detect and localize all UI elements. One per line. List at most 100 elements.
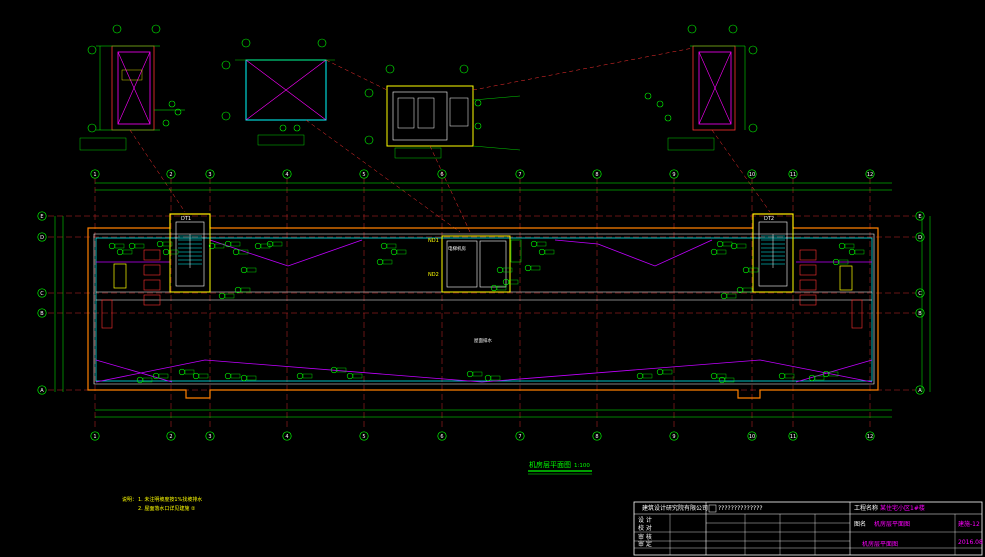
callout-tag bbox=[168, 249, 179, 255]
grid-axis-bubble bbox=[37, 211, 47, 221]
callout-tag bbox=[716, 249, 727, 255]
callout-bubble bbox=[530, 240, 538, 248]
grid-axis-bubble bbox=[359, 431, 369, 441]
tb-project-label: 工程名称 bbox=[854, 504, 878, 512]
grid-axis-bubble bbox=[437, 431, 447, 441]
grid-axis-bubble bbox=[37, 232, 47, 242]
grid-axis-bubble bbox=[788, 169, 798, 179]
drawing-scale: 1:100 bbox=[574, 463, 590, 469]
callout-tag bbox=[142, 377, 153, 383]
callout-tag bbox=[502, 267, 513, 273]
grid-axis-label: A bbox=[918, 388, 922, 394]
tb-drawing-name-top: 机房层平面图 bbox=[874, 520, 910, 528]
callout-tag bbox=[134, 243, 145, 249]
callout-tag bbox=[716, 373, 727, 379]
callout-tag bbox=[302, 373, 313, 379]
callout-tag bbox=[642, 373, 653, 379]
callout-tag bbox=[828, 371, 839, 377]
callout-tag bbox=[184, 369, 195, 375]
callout-bubble bbox=[656, 368, 664, 376]
callout-tag bbox=[736, 243, 747, 249]
grid-axis-label: 5 bbox=[362, 434, 365, 440]
tb-project-name: 某住宅小区1#楼 bbox=[880, 504, 925, 512]
callout-bubble bbox=[848, 248, 856, 256]
dimension-lines bbox=[54, 182, 931, 418]
callout-tag bbox=[724, 377, 735, 383]
callout-tag bbox=[662, 369, 673, 375]
grid-axis-bubble bbox=[37, 288, 47, 298]
callout-tag bbox=[530, 265, 541, 271]
callout-bubble bbox=[778, 372, 786, 380]
grid-axis-label: 3 bbox=[208, 172, 211, 178]
nd-left-label: ND1 bbox=[428, 238, 439, 244]
grid-axis-label: 11 bbox=[790, 434, 796, 440]
callout-tag bbox=[246, 267, 257, 273]
grid-axis-bubble bbox=[37, 308, 47, 318]
grid-axis-label: 11 bbox=[790, 172, 796, 178]
callout-tag bbox=[260, 243, 271, 249]
tb-company: 建筑设计研究院有限公司 bbox=[642, 504, 708, 512]
callout-tag bbox=[214, 243, 225, 249]
grid-axis-bubble bbox=[437, 169, 447, 179]
callout-tag bbox=[122, 249, 133, 255]
grid-axis-bubble bbox=[669, 431, 679, 441]
grid-axis-label: 2 bbox=[169, 434, 172, 440]
grid-axis-label: 8 bbox=[595, 172, 598, 178]
grid-axis-bubble bbox=[747, 431, 757, 441]
callout-tag bbox=[396, 249, 407, 255]
grid-axis-label: 12 bbox=[867, 172, 873, 178]
tb-drawing-name: 机房层平面图 bbox=[862, 540, 898, 548]
callout-tag bbox=[386, 243, 397, 249]
vent-blocks bbox=[101, 249, 863, 329]
grid-axis-bubble bbox=[166, 431, 176, 441]
grid-axis-bubble bbox=[205, 431, 215, 441]
callout-tag bbox=[230, 241, 241, 247]
tb-row-2: 校 对 bbox=[638, 524, 652, 532]
callout-tag bbox=[784, 373, 795, 379]
grid-axis-label: 1 bbox=[93, 434, 96, 440]
callout-tag bbox=[496, 285, 507, 291]
grid-axis-label: 9 bbox=[672, 434, 675, 440]
title-block: 建筑设计研究院有限公司 ?????????????? 工程名称 某住宅小区1#楼… bbox=[633, 501, 983, 556]
grid-axis-bubble bbox=[747, 169, 757, 179]
callout-tag bbox=[742, 287, 753, 293]
grid-axis-bubble bbox=[359, 169, 369, 179]
grid-axis-label: C bbox=[40, 291, 44, 297]
grid-axis-label: 6 bbox=[440, 434, 443, 440]
grid-axis-bubble bbox=[205, 169, 215, 179]
callout-tag bbox=[382, 259, 393, 265]
nd-right-label: ND2 bbox=[428, 272, 439, 278]
callout-bubble bbox=[838, 242, 846, 250]
tb-project-code: ?????????????? bbox=[718, 505, 763, 512]
callout-bubble bbox=[718, 376, 726, 384]
callout-tag bbox=[838, 259, 849, 265]
grid-axis-label: E bbox=[918, 214, 921, 220]
callout-bubble bbox=[710, 372, 718, 380]
grid-lines bbox=[48, 178, 915, 430]
grid-axis-label: 3 bbox=[208, 434, 211, 440]
grid-axis-bubble bbox=[592, 431, 602, 441]
callout-tag bbox=[114, 243, 125, 249]
grid-axis-bubble bbox=[515, 431, 525, 441]
grid-axis-bubble bbox=[90, 169, 100, 179]
grid-axis-bubble bbox=[166, 169, 176, 179]
tb-row-3: 审 核 bbox=[638, 533, 652, 541]
callout-tag bbox=[472, 371, 483, 377]
detail-view-roof-center bbox=[221, 38, 335, 146]
grid-axis-bubble bbox=[865, 431, 875, 441]
stair-left-label: DT1 bbox=[181, 216, 191, 222]
grid-axis-label: 9 bbox=[672, 172, 675, 178]
grid-axis-label: 1 bbox=[93, 172, 96, 178]
detail-view-stair-left bbox=[79, 24, 185, 151]
detail-leaders bbox=[129, 47, 771, 233]
tb-sheet: 建施-12 bbox=[958, 520, 980, 528]
callout-tag bbox=[814, 375, 825, 381]
callout-tag bbox=[230, 373, 241, 379]
grid-axis-bubble bbox=[915, 385, 925, 395]
callout-bubble bbox=[710, 248, 718, 256]
stair-core-left bbox=[169, 213, 211, 293]
detail-view-stair-right bbox=[644, 24, 758, 151]
grid-axis-bubble bbox=[915, 232, 925, 242]
